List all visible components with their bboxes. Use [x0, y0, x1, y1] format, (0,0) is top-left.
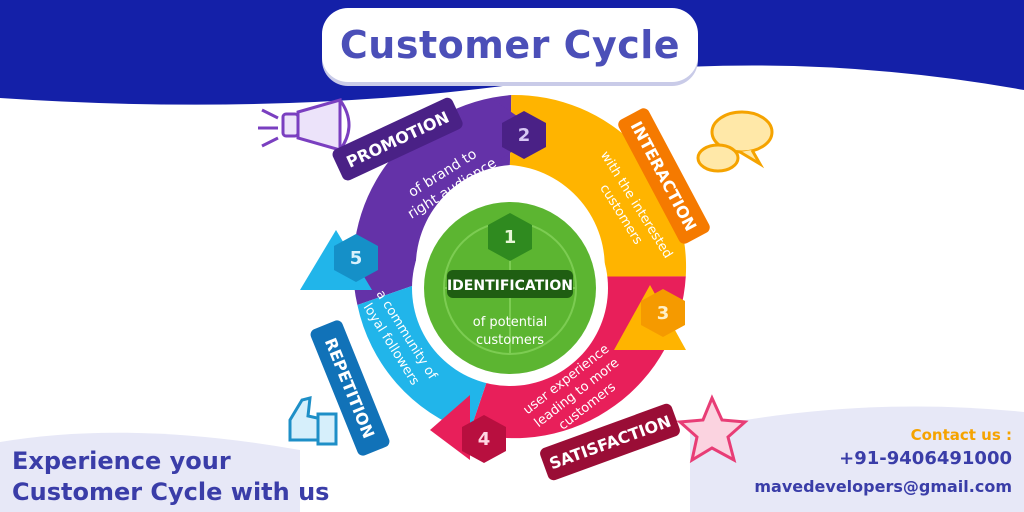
hex-number-4: 4 — [478, 429, 491, 450]
hex-badge-4: 4 — [462, 415, 506, 463]
hex-number-3: 3 — [657, 303, 670, 324]
contact-label: Contact us : — [910, 426, 1012, 444]
thumbs-up-icon — [288, 396, 338, 446]
title-banner: Customer Cycle — [322, 8, 698, 82]
identification-heading: IDENTIFICATION — [447, 278, 573, 294]
identification-line-2: customers — [476, 333, 544, 348]
cta-line-2: Customer Cycle with us — [12, 478, 330, 506]
megaphone-icon — [258, 98, 351, 152]
cta-line-1: Experience your — [12, 447, 231, 475]
segment-interaction — [509, 94, 687, 277]
segment-promotion — [353, 95, 512, 305]
segment-repetition — [357, 284, 495, 433]
hex-badge-5: 5 — [334, 234, 378, 282]
call-to-action: Experience your Customer Cycle with us — [12, 446, 329, 508]
hex-badge-3: 3 — [641, 289, 685, 337]
contact-block: Contact us : +91-9406491000 mavedevelope… — [754, 426, 1012, 496]
chat-bubbles-icon — [696, 110, 774, 173]
hex-badge-2: 2 — [502, 111, 546, 159]
identification-line-1: of potential — [473, 315, 548, 330]
contact-phone[interactable]: +91-9406491000 — [839, 448, 1012, 469]
hex-number-1: 1 — [504, 227, 517, 248]
star-icon — [676, 394, 749, 464]
hex-number-5: 5 — [350, 248, 363, 269]
heading-tab-identification: IDENTIFICATION — [447, 270, 573, 298]
hex-number-2: 2 — [518, 125, 531, 146]
hex-badge-1: 1 — [488, 213, 532, 261]
contact-email[interactable]: mavedevelopers@gmail.com — [754, 477, 1012, 496]
page-title: Customer Cycle — [339, 23, 681, 67]
